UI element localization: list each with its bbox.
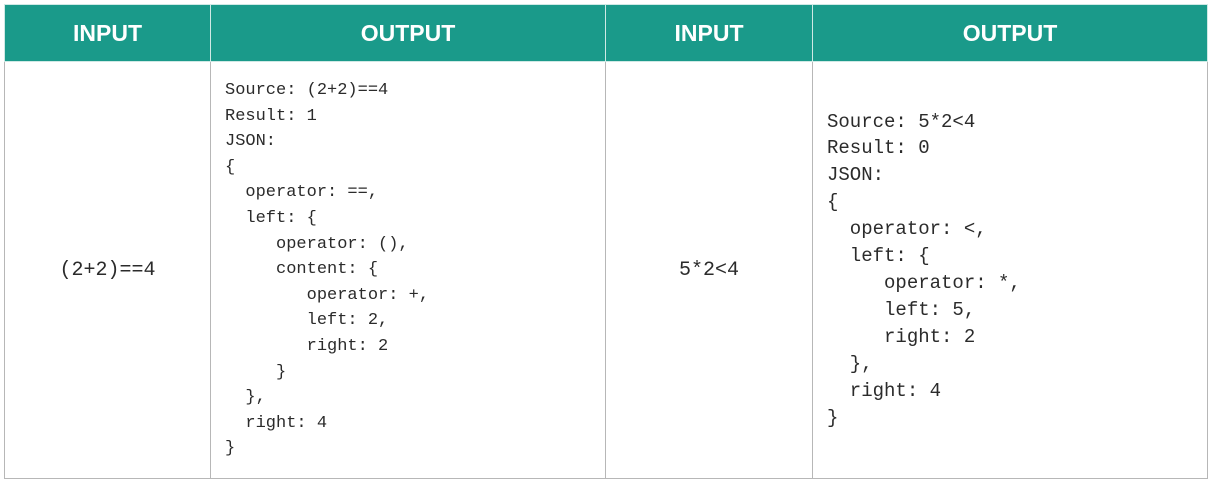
code-line: operator: (), bbox=[225, 234, 409, 254]
header-input-1: INPUT bbox=[4, 4, 211, 62]
code-line: right: 4 bbox=[225, 413, 328, 433]
code-line: }, bbox=[827, 352, 873, 375]
code-line: JSON: bbox=[225, 132, 277, 152]
output-code-2: Source: 5*2<4 Result: 0 JSON: { operator… bbox=[813, 109, 1207, 432]
header-input-2: INPUT bbox=[605, 4, 813, 62]
code-line: Result: 1 bbox=[225, 106, 317, 126]
input-cell-1: (2+2)==4 bbox=[4, 61, 211, 479]
code-line: left: 5, bbox=[827, 298, 976, 321]
table-row: (2+2)==4 Source: (2+2)==4 Result: 1 JSON… bbox=[4, 61, 1208, 479]
code-line: right: 2 bbox=[225, 336, 389, 356]
code-line: } bbox=[827, 406, 839, 429]
code-line: content: { bbox=[225, 260, 379, 280]
code-line: operator: *, bbox=[827, 272, 1021, 294]
code-line: }, bbox=[225, 388, 266, 408]
header-output-2: OUTPUT bbox=[812, 4, 1208, 62]
examples-table: INPUT OUTPUT INPUT OUTPUT (2+2)==4 Sourc… bbox=[4, 4, 1208, 479]
code-line: JSON: bbox=[827, 164, 885, 187]
code-line: operator: ==, bbox=[225, 183, 379, 203]
code-line: { bbox=[827, 191, 839, 214]
code-line: } bbox=[225, 362, 287, 382]
output-code-1: Source: (2+2)==4 Result: 1 JSON: { opera… bbox=[211, 78, 605, 462]
code-line: left: 2, bbox=[225, 311, 389, 331]
code-line: } bbox=[225, 439, 236, 459]
code-line: Source: 5*2<4 bbox=[827, 110, 976, 133]
code-line: Result: 0 bbox=[827, 137, 930, 160]
code-line: right: 4 bbox=[827, 379, 942, 402]
code-line: operator: +, bbox=[225, 285, 430, 305]
output-cell-2: Source: 5*2<4 Result: 0 JSON: { operator… bbox=[812, 61, 1208, 479]
code-line: Source: (2+2)==4 bbox=[225, 81, 389, 101]
input-cell-2: 5*2<4 bbox=[605, 61, 813, 479]
header-row: INPUT OUTPUT INPUT OUTPUT bbox=[4, 4, 1208, 62]
code-line: operator: <, bbox=[827, 218, 987, 241]
code-line: right: 2 bbox=[827, 325, 976, 348]
code-line: { bbox=[225, 157, 236, 177]
code-line: left: { bbox=[225, 209, 317, 229]
output-cell-1: Source: (2+2)==4 Result: 1 JSON: { opera… bbox=[210, 61, 606, 479]
code-line: left: { bbox=[827, 245, 930, 268]
header-output-1: OUTPUT bbox=[210, 4, 606, 62]
